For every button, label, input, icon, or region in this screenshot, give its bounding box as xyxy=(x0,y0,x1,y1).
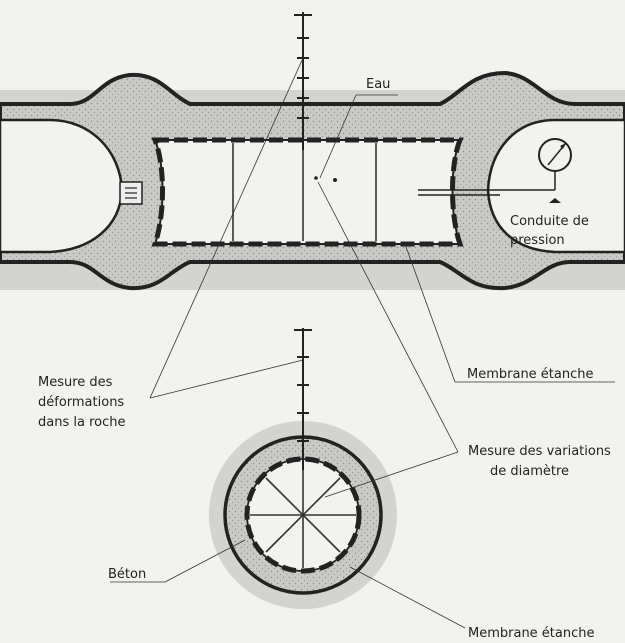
membrane-cross xyxy=(244,456,362,574)
leader-membrane-top xyxy=(404,243,456,383)
label-beton: Béton xyxy=(108,567,146,582)
leader-membrane-bottom xyxy=(349,566,466,629)
label-eau: Eau xyxy=(366,77,390,92)
label-deformations-1: Mesure des xyxy=(38,375,113,390)
extensometer-point xyxy=(314,176,318,180)
diameter-spokes xyxy=(250,462,356,568)
label-deformations-2: déformations xyxy=(38,395,124,410)
leader-eau xyxy=(319,94,398,179)
water-dot xyxy=(333,178,337,182)
label-variations-1: Mesure des variations xyxy=(468,444,611,459)
leader-beton xyxy=(164,539,246,583)
pipe-arrow-icon xyxy=(549,198,561,203)
leader-variations-2 xyxy=(324,451,459,498)
test-chamber xyxy=(153,139,462,245)
leader-lines xyxy=(110,57,615,629)
label-conduite-2: pression xyxy=(510,233,565,248)
pressure-gauge-icon xyxy=(538,138,572,172)
membrane-longitudinal xyxy=(151,137,464,247)
leader-deformation-1 xyxy=(149,57,304,399)
leader-variations-1 xyxy=(317,181,459,453)
leader-deformation-2 xyxy=(149,359,304,399)
cross-section xyxy=(209,328,397,609)
extensometer-ticks-cross xyxy=(294,329,312,442)
label-variations-2: de diamètre xyxy=(490,464,569,479)
label-deformations-3: dans la roche xyxy=(38,415,125,430)
label-conduite-1: Conduite de xyxy=(510,214,589,229)
longitudinal-section xyxy=(0,12,625,291)
label-membrane-bottom: Membrane étanche xyxy=(468,626,595,641)
label-membrane-top: Membrane étanche xyxy=(467,367,594,382)
